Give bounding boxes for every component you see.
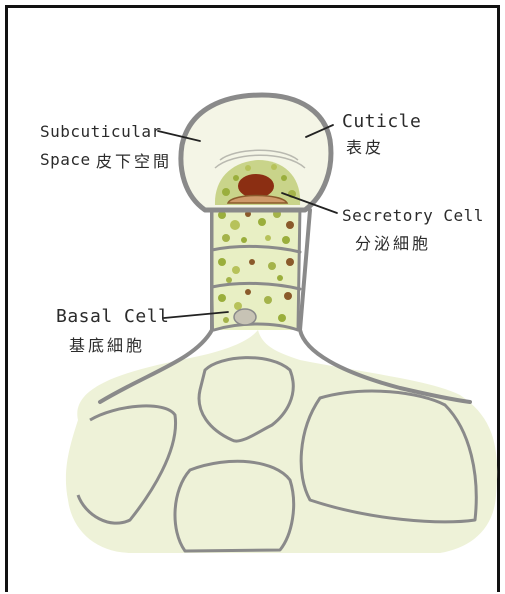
- label-subcuticular-zh: 皮下空間: [96, 152, 172, 171]
- label-basal-zh: 基底細胞: [69, 336, 145, 355]
- secretory-cell-nucleus: [238, 174, 274, 198]
- label-subcuticular-en-2: Space: [40, 150, 91, 169]
- label-basal-en: Basal Cell: [56, 306, 169, 327]
- label-subcuticular-en-1: Subcuticular: [40, 122, 162, 141]
- label-cuticle-zh: 表皮: [346, 138, 384, 157]
- label-cuticle-en: Cuticle: [342, 111, 421, 132]
- label-secretory-en: Secretory Cell: [342, 206, 484, 225]
- label-secretory-zh: 分泌細胞: [355, 234, 431, 253]
- basal-nucleus: [234, 309, 256, 325]
